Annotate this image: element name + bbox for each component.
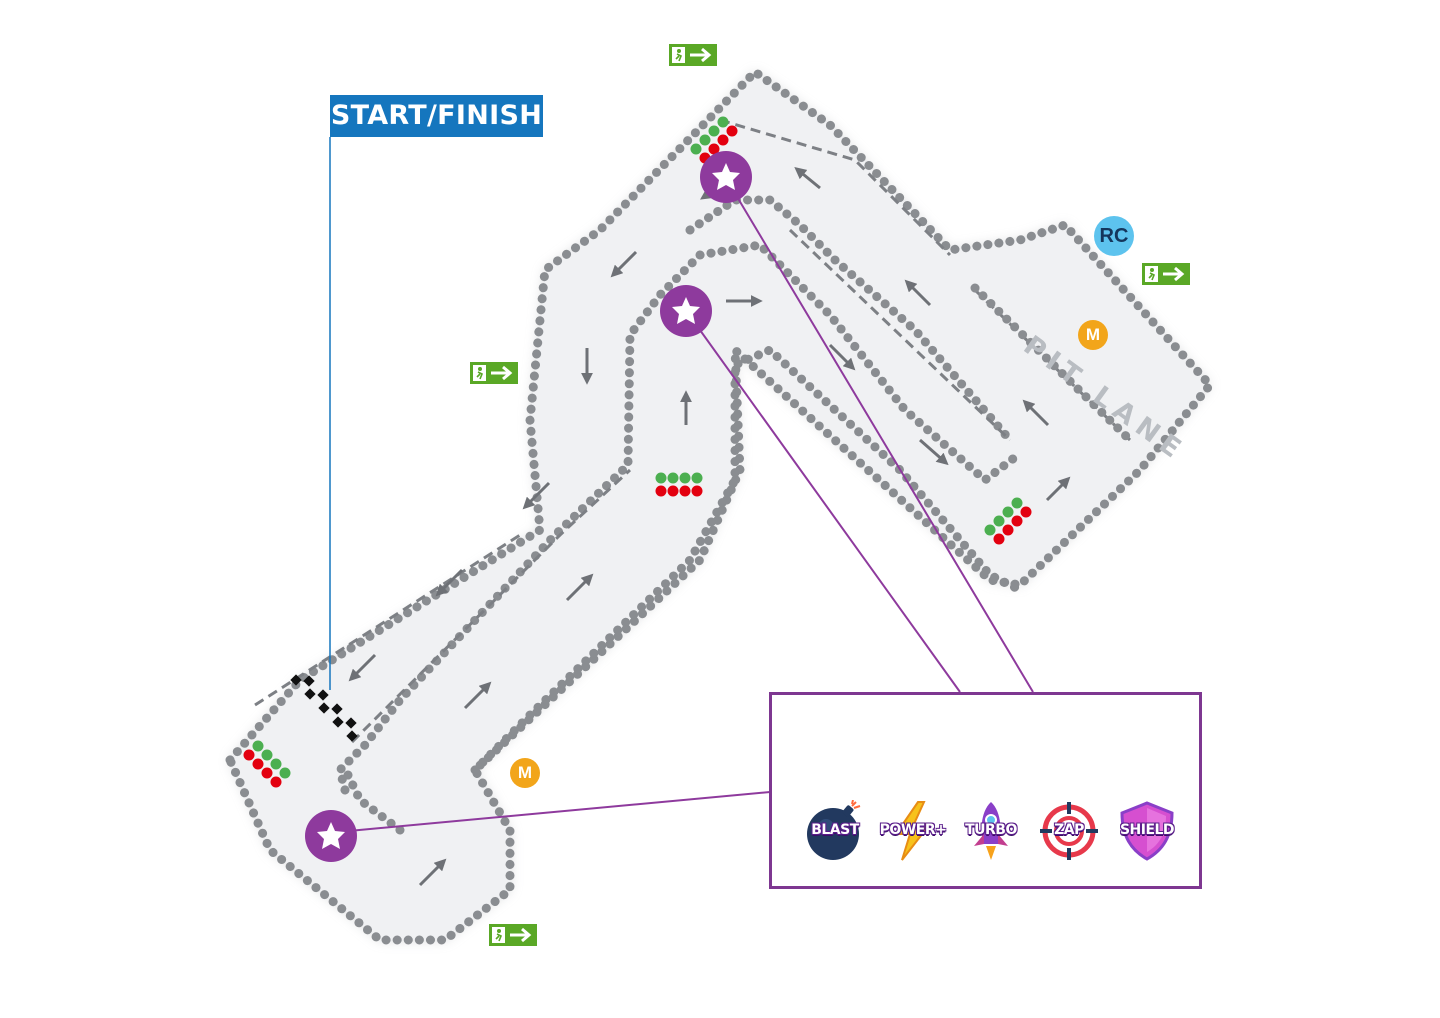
power-up-label: POWER+ — [879, 822, 947, 838]
start-light — [667, 472, 679, 484]
start-light — [699, 134, 711, 146]
power-up-marker — [700, 151, 752, 203]
power-up-label: ZAP — [1054, 822, 1084, 838]
start-light — [261, 749, 273, 761]
power-up-shield: SHIELD — [1116, 800, 1178, 862]
power-up-zap: ZAP — [1038, 800, 1100, 862]
checker-square — [331, 703, 343, 715]
direction-arrow — [904, 279, 932, 307]
start-light — [708, 125, 720, 137]
power-up-marker — [660, 285, 712, 337]
power-up-blast: BLAST — [804, 799, 866, 862]
power-up-legend: BLAST POWER+ TURBO ZAP SHIELD — [769, 692, 1202, 889]
bomb-icon — [807, 799, 861, 860]
start-light — [261, 767, 273, 779]
checker-square — [318, 702, 330, 714]
direction-arrow — [794, 166, 821, 190]
tyre-barriers — [224, 66, 1216, 945]
start-finish-label: START/FINISH — [330, 95, 543, 137]
start-light — [690, 143, 702, 155]
power-up-marker — [305, 810, 357, 862]
start-light — [726, 125, 738, 137]
checker-square — [317, 689, 329, 701]
power-up-label: SHIELD — [1119, 822, 1175, 838]
start-light — [655, 485, 667, 497]
power-up-turbo: TURBO — [960, 800, 1022, 862]
checker-square — [345, 717, 357, 729]
start-light — [1020, 506, 1032, 518]
direction-arrow — [1045, 476, 1071, 502]
emergency-exit-icon — [1142, 263, 1190, 285]
start-light — [717, 134, 729, 146]
start-light — [270, 776, 282, 788]
emergency-exit-icon — [669, 44, 717, 66]
start-light — [691, 472, 703, 484]
start-light — [252, 758, 264, 770]
emergency-exit-icon — [470, 362, 518, 384]
direction-arrow — [828, 343, 856, 371]
start-light — [270, 758, 282, 770]
direction-arrow — [522, 481, 551, 510]
direction-arrow — [435, 568, 464, 597]
start-light — [993, 515, 1005, 527]
start-light — [993, 533, 1005, 545]
marshal-marker: M — [510, 758, 540, 788]
checker-square — [332, 716, 344, 728]
start-light — [691, 485, 703, 497]
start-light — [243, 749, 255, 761]
power-up-power: POWER+ — [880, 800, 947, 862]
start-light — [655, 472, 667, 484]
race-control-marker: RC — [1094, 216, 1134, 256]
outer-barrier — [224, 66, 1216, 945]
direction-arrow — [565, 573, 594, 602]
direction-arrow — [1022, 399, 1050, 427]
power-up-label: TURBO — [965, 822, 1017, 838]
power-up-label: BLAST — [811, 822, 859, 838]
checker-square — [290, 674, 302, 686]
checker-square — [346, 730, 358, 742]
direction-arrow — [348, 653, 377, 682]
direction-arrow — [610, 250, 638, 278]
start-light — [1002, 506, 1014, 518]
callout-lines — [329, 137, 1034, 833]
direction-arrow — [919, 438, 949, 466]
start-lights — [243, 116, 1032, 788]
shield-icon — [1120, 801, 1174, 861]
start-light — [1011, 497, 1023, 509]
checker-square — [303, 675, 315, 687]
start-light — [1002, 524, 1014, 536]
start-light — [667, 485, 679, 497]
marshal-marker: M — [1078, 320, 1108, 350]
direction-arrow — [418, 858, 447, 887]
checkered-line — [290, 674, 358, 742]
crosshair-icon — [1040, 802, 1098, 860]
start-light — [679, 485, 691, 497]
pit-lane-lines — [970, 283, 1135, 445]
rocket-icon — [974, 802, 1008, 860]
start-light — [1011, 515, 1023, 527]
start-light — [984, 524, 996, 536]
start-light — [252, 740, 264, 752]
start-light — [679, 472, 691, 484]
emergency-exit-icon — [489, 924, 537, 946]
start-light — [708, 143, 720, 155]
start-light — [279, 767, 291, 779]
lightning-icon — [894, 801, 933, 861]
checker-square — [304, 688, 316, 700]
start-light — [717, 116, 729, 128]
direction-arrow — [463, 681, 492, 710]
